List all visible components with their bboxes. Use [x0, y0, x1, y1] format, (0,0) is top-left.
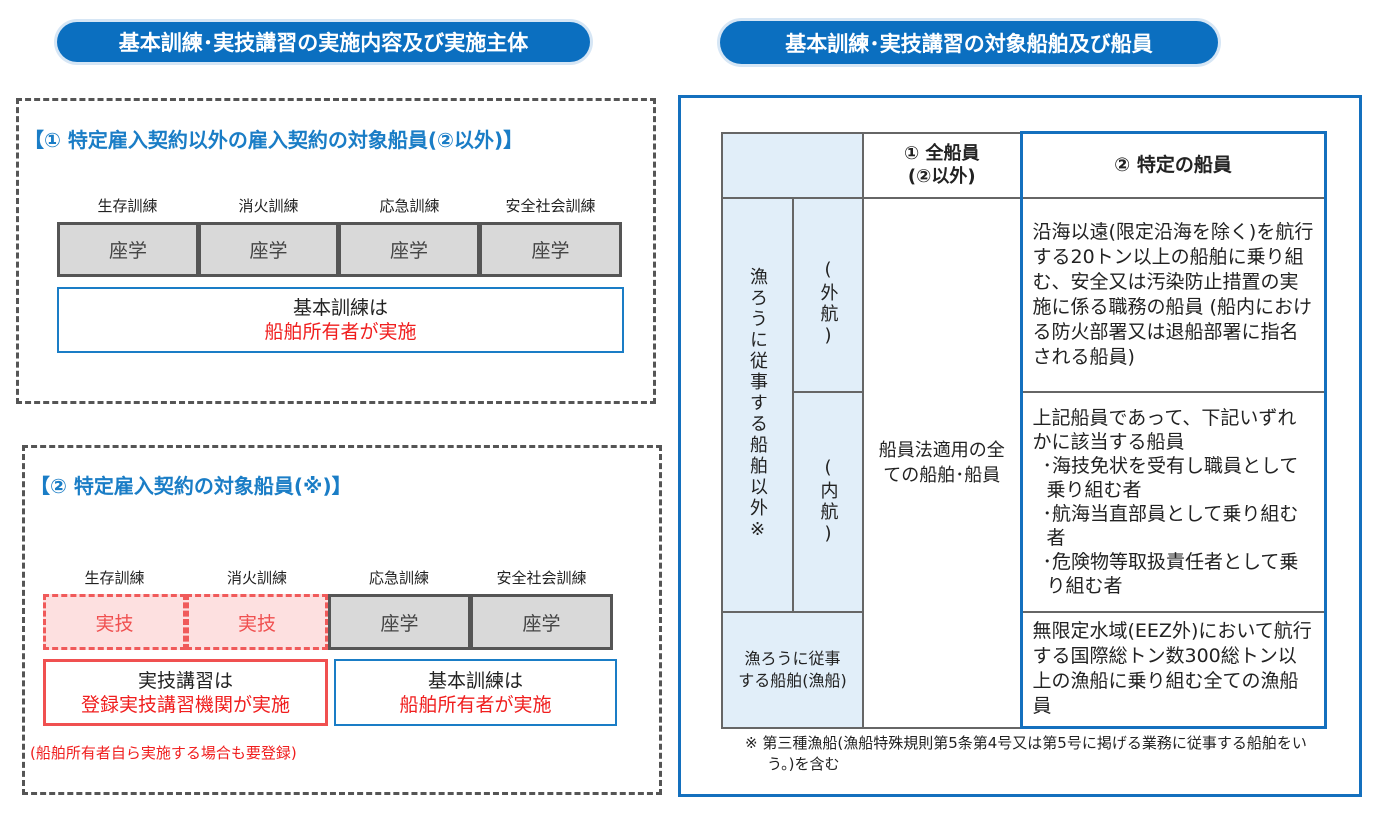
header-line: (②以外)	[907, 166, 976, 187]
training-label: 消火訓練	[238, 197, 299, 215]
group-label-text: 漁ろうに従事する船舶以外※	[747, 266, 768, 543]
classroom-cell: 座学	[479, 222, 622, 277]
non-fishing-group-label: 漁ろうに従事する船舶以外※	[721, 196, 794, 613]
training-label: 応急訓練	[379, 197, 440, 215]
coastal-label: (内航)	[792, 390, 864, 613]
training-label: 応急訓練	[368, 569, 429, 587]
training-label: 安全社会訓練	[505, 197, 596, 215]
section2-info-practical: 実技講習は 登録実技講習機関が実施	[43, 659, 328, 726]
fishing-specific: 無限定水域(EEZ外)において航行する国際総トン数300総トン以上の漁船に乗り組…	[1019, 610, 1327, 729]
practical-cell: 実技	[186, 594, 328, 650]
training-label: 生存訓練	[97, 197, 158, 215]
fishing-vessel-label: 漁ろうに従事する船舶(漁船)	[721, 610, 864, 729]
section1-training-labels: 生存訓練 消火訓練 応急訓練 安全社会訓練	[57, 195, 621, 216]
section2-info-basic: 基本訓練は 船舶所有者が実施	[334, 659, 617, 726]
target-table: ① 全船員(②以外) ② 特定の船員 漁ろうに従事する船舶以外※ (外航) 船員…	[721, 131, 1327, 729]
training-label: 消火訓練	[226, 569, 287, 587]
classroom-cell: 座学	[328, 594, 471, 650]
classroom-cell: 座学	[470, 594, 613, 650]
header-specific-crew: ② 特定の船員	[1019, 131, 1327, 199]
coastal-specific: 上記船員であって、下記いずれかに該当する船員 ･海技免状を受有し職員として乗り組…	[1019, 390, 1327, 613]
info-line-highlight: 船舶所有者が実施	[264, 321, 417, 343]
section2-cells: 実技 実技 座学 座学	[43, 594, 613, 650]
section1-info: 基本訓練は 船舶所有者が実施	[57, 287, 624, 353]
classroom-cell: 座学	[57, 222, 199, 277]
header-line: ① 全船員	[903, 143, 980, 164]
coastal-item: ･航海当直部員として乗り組む者	[1042, 502, 1299, 549]
coastal-intro: 上記船員であって、下記いずれかに該当する船員	[1032, 406, 1297, 453]
info-line-highlight: 登録実技講習機関が実施	[80, 693, 290, 716]
coastal-item: ･危険物等取扱責任者として乗り組む者	[1042, 550, 1299, 597]
section2-box	[22, 445, 662, 795]
all-crew-cell: 船員法適用の全ての船舶･船員	[862, 196, 1022, 729]
info-line: 実技講習は	[137, 669, 233, 692]
table-corner	[721, 131, 864, 199]
practical-cell: 実技	[43, 594, 186, 650]
classroom-cell: 座学	[338, 222, 480, 277]
training-label: 生存訓練	[84, 569, 145, 587]
registration-note: (船舶所有者自ら実施する場合も要登録)	[30, 744, 297, 762]
right-frame	[678, 95, 1362, 797]
info-line: 基本訓練は	[427, 669, 523, 692]
section1-cells: 座学 座学 座学 座学	[57, 222, 622, 277]
row-label-text: (外航)	[817, 258, 839, 349]
classroom-cell: 座学	[198, 222, 339, 277]
ocean-going-specific: 沿海以遠(限定沿海を除く)を航行する20トン以上の船舶に乗り組む、安全又は汚染防…	[1019, 196, 1327, 393]
left-header: 基本訓練･実技講習の実施内容及び実施主体	[57, 22, 590, 62]
section1-title: 【① 特定雇入契約以外の雇入契約の対象船員(②以外)】	[24, 128, 524, 152]
header-all-crew: ① 全船員(②以外)	[862, 131, 1022, 199]
info-line: 基本訓練は	[292, 297, 388, 319]
section1-box	[16, 98, 656, 404]
training-label: 安全社会訓練	[496, 569, 587, 587]
ocean-going-label: (外航)	[792, 196, 864, 393]
row-label-text: (内航)	[817, 456, 839, 547]
info-line-highlight: 船舶所有者が実施	[399, 693, 552, 716]
right-header: 基本訓練･実技講習の対象船舶及び船員	[720, 21, 1218, 64]
section2-training-labels: 生存訓練 消火訓練 応急訓練 安全社会訓練	[43, 567, 613, 588]
footnote: ※ 第三種漁船(漁船特殊規則第5条第4号又は第5号に掲げる業務に従事する船舶をい…	[745, 734, 1307, 773]
section2-title: 【② 特定雇入契約の対象船員(※)】	[30, 474, 352, 498]
coastal-item: ･海技免状を受有し職員として乗り組む者	[1042, 454, 1299, 501]
